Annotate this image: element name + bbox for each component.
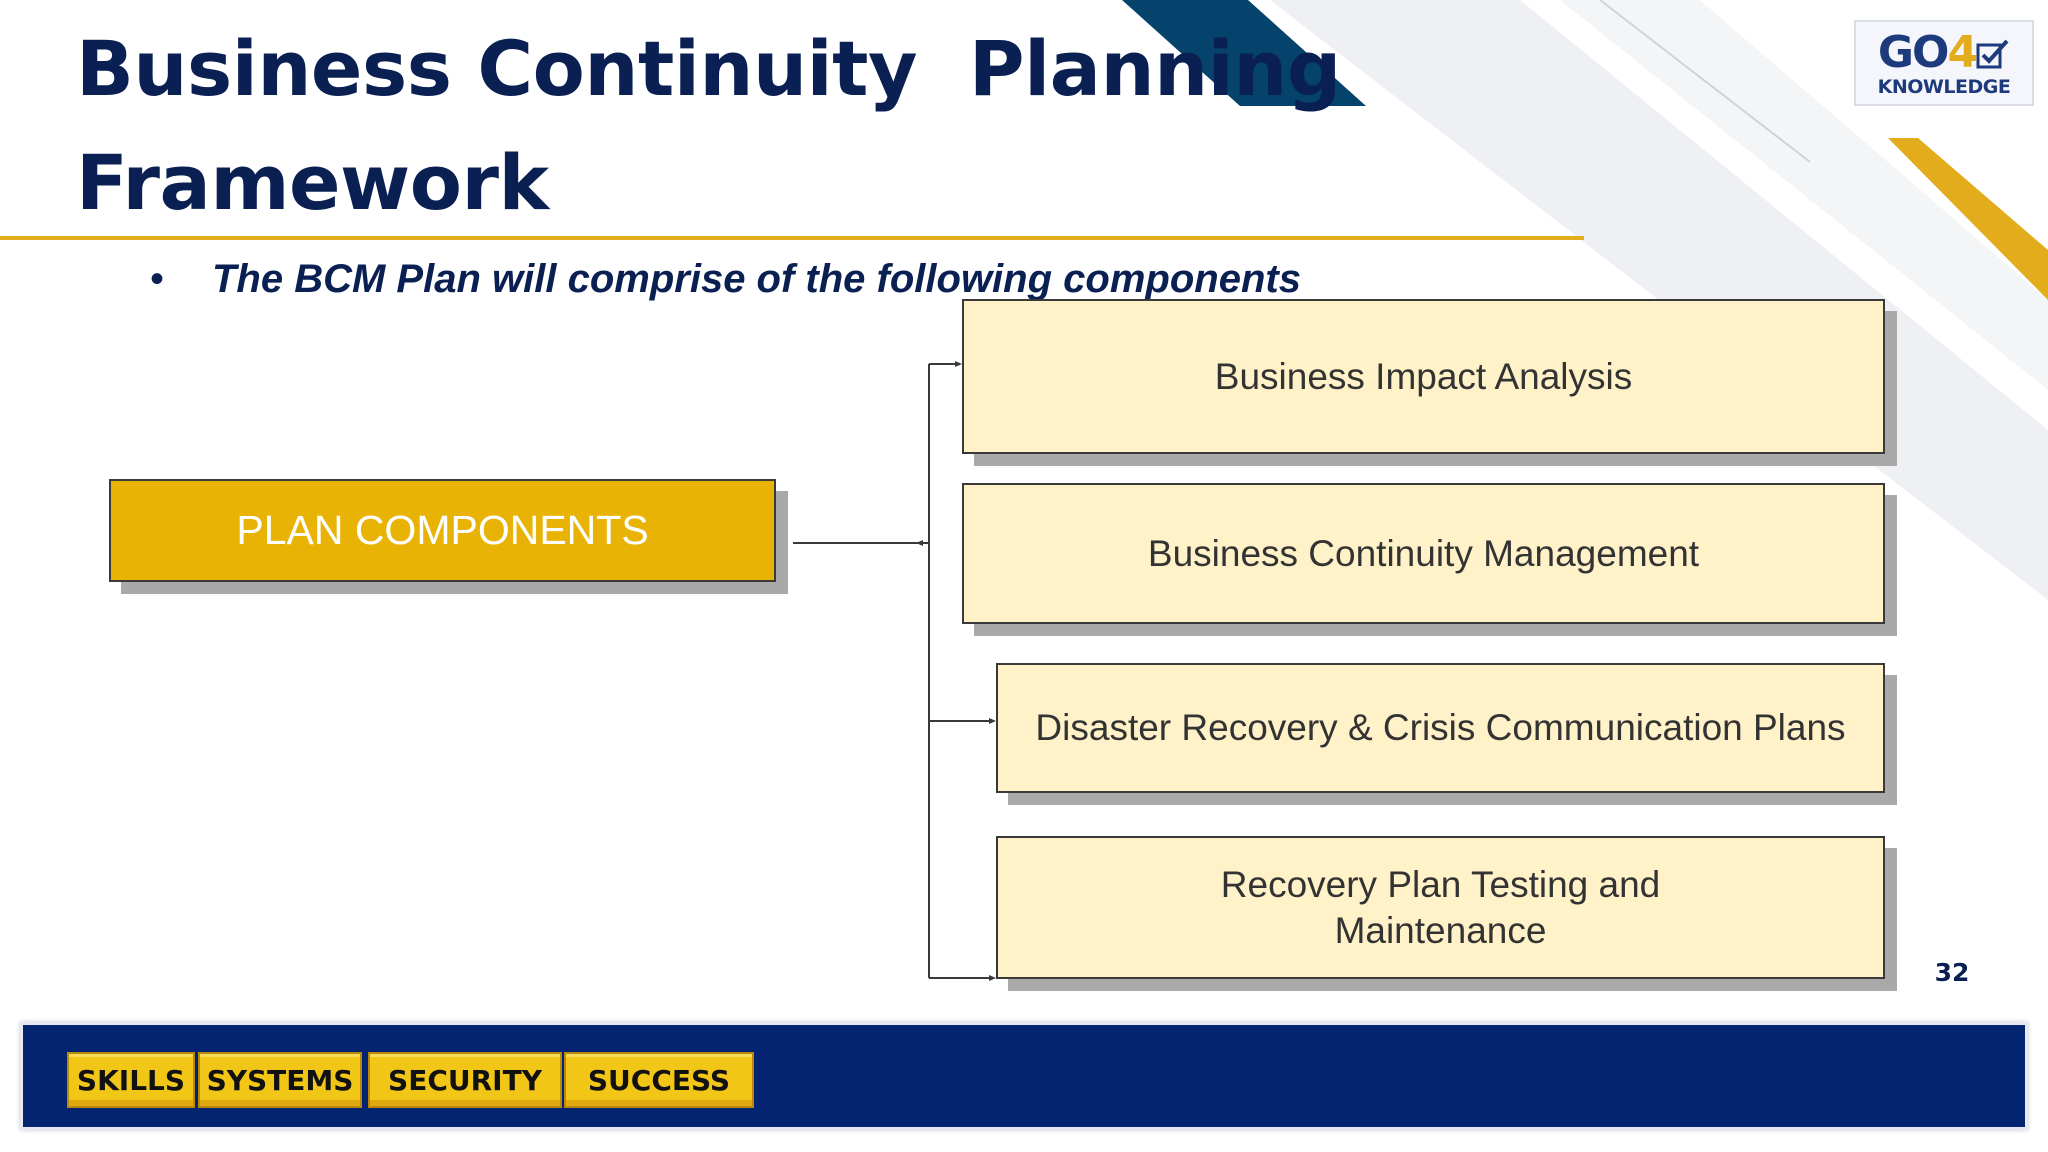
- component-label: Business Continuity Management: [1147, 532, 1700, 574]
- title-underline: [0, 236, 1584, 240]
- component-label: Disaster Recovery & Crisis Communication…: [1035, 707, 1846, 748]
- logo-digit: 4: [1947, 27, 1978, 78]
- footer-tab-skills: SKILLS: [67, 1052, 195, 1108]
- footer-tab-systems: SYSTEMS: [198, 1052, 362, 1108]
- component-box-business-impact-analysis: Business Impact Analysis: [962, 299, 1885, 454]
- footer-tab-security: SECURITY: [368, 1052, 562, 1108]
- logo-prefix: GO: [1877, 27, 1950, 78]
- bullet-marker: •: [150, 257, 165, 301]
- title-line-2: Framework: [76, 138, 549, 227]
- logo-wordmark: GO4: [1856, 30, 2032, 76]
- component-box-disaster-recovery: Disaster Recovery & Crisis Communication…: [996, 663, 1885, 793]
- go4knowledge-logo: GO4 KNOWLEDGE: [1854, 20, 2034, 106]
- component-label: Business Impact Analysis: [1214, 355, 1633, 397]
- component-box-business-continuity-management: Business Continuity Management: [962, 483, 1885, 624]
- page-number: 32: [1934, 958, 1970, 987]
- checkbox-check-icon: [1976, 39, 2009, 69]
- plan-components-box: PLAN COMPONENTS: [109, 479, 776, 582]
- title-line-1: Business Continuity Planning: [76, 24, 1341, 113]
- plan-components-label: PLAN COMPONENTS: [236, 507, 649, 553]
- bullet-text: The BCM Plan will comprise of the follow…: [212, 257, 1301, 301]
- component-label: Recovery Plan Testing and Maintenance: [1220, 863, 1661, 951]
- component-box-recovery-plan-testing: Recovery Plan Testing and Maintenance: [996, 836, 1885, 979]
- footer-tab-success: SUCCESS: [564, 1052, 754, 1108]
- page-title: Business Continuity Planning Framework: [76, 12, 1341, 240]
- logo-subtext: KNOWLEDGE: [1877, 76, 2011, 98]
